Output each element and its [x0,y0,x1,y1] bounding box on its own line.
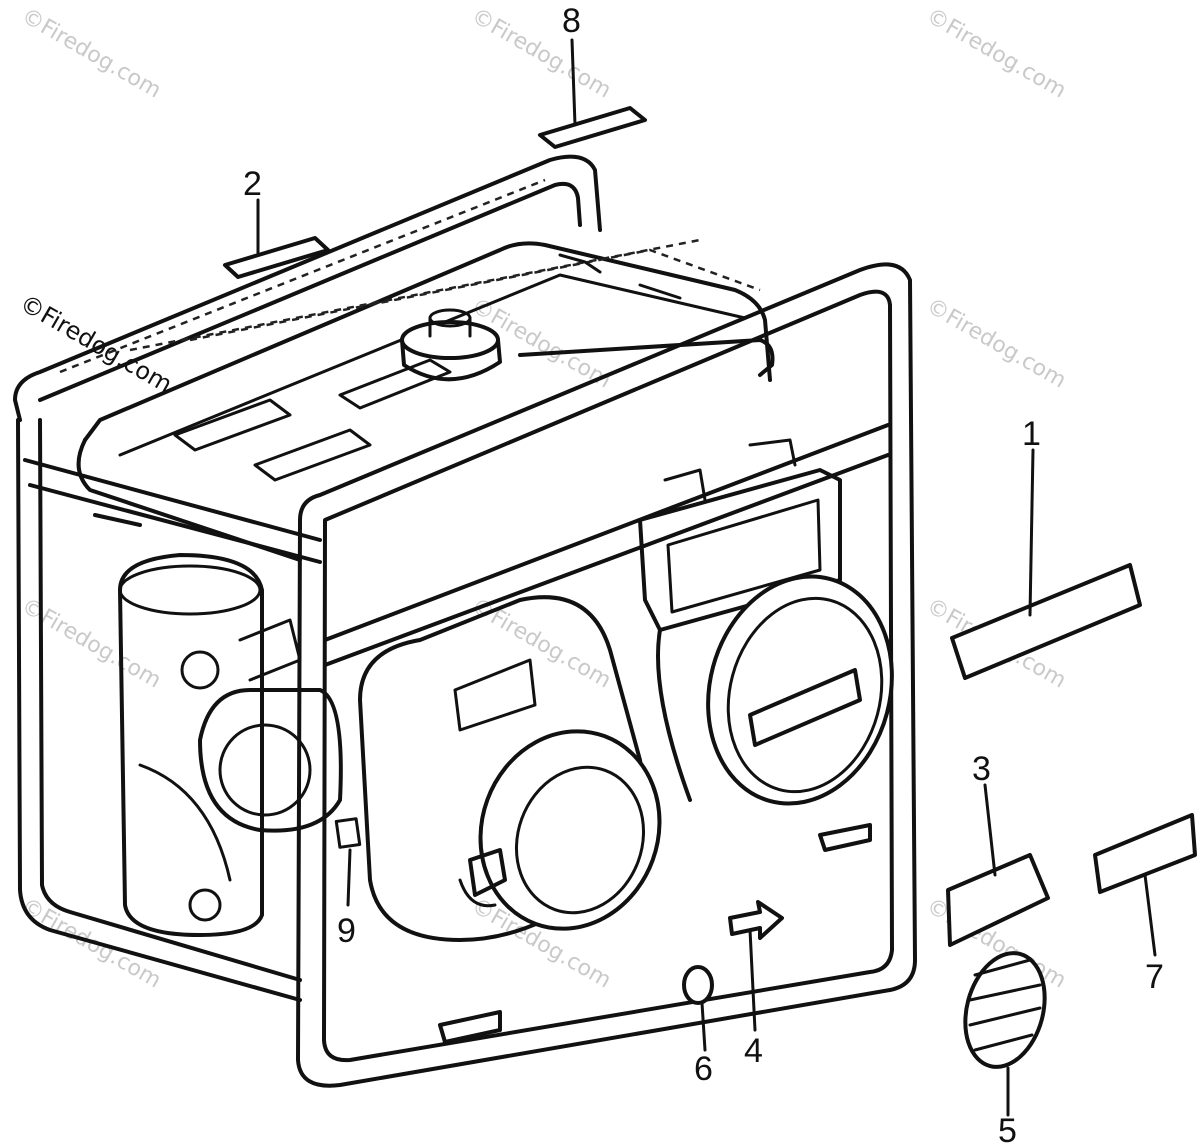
callout-8: 8 [562,2,581,40]
watermark: ©Firedog.com [922,294,1070,394]
decal-1-shape [950,563,1142,680]
callouts: 8 2 1 3 9 4 6 7 5 [243,2,1164,1148]
callout-9: 9 [337,912,356,950]
decal-7-shape [1093,813,1197,894]
decal-parts [223,106,1197,1069]
callout-7: 7 [1145,958,1164,996]
decal-5-round-shape [963,951,1047,1069]
engine-pump-drawing [13,154,917,1088]
decal-4-arrow-shape [728,900,784,940]
callout-2: 2 [243,165,262,203]
watermark: ©Firedog.com [922,4,1070,104]
watermark: ©Firedog.com [467,594,615,694]
decal-2-shape [223,236,330,279]
watermark: ©Firedog.com [467,4,615,104]
decal-8-shape [538,106,647,149]
decal-6-oval-shape [682,965,714,1005]
leader-lines [256,38,1157,1117]
callout-5: 5 [998,1112,1017,1148]
watermark: ©Firedog.com [15,289,177,399]
watermark: ©Firedog.com [17,4,165,104]
callout-4: 4 [744,1032,763,1070]
callout-3: 3 [972,750,991,788]
decal-3-shape [946,853,1050,947]
callout-6: 6 [694,1050,713,1088]
callout-1: 1 [1022,415,1041,453]
